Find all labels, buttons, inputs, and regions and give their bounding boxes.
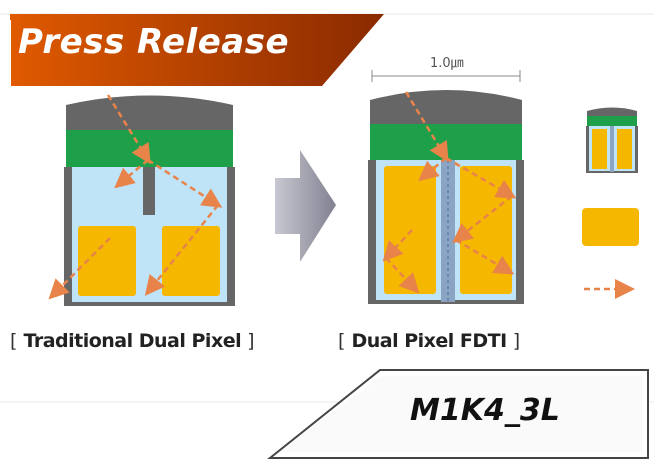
photodiode-left <box>384 166 436 294</box>
center-isolation-short <box>143 167 155 215</box>
photodiode-left <box>78 226 136 296</box>
light-paths-left <box>48 94 223 300</box>
code-label: M1K4_3L <box>410 393 560 428</box>
color-filter <box>370 124 522 160</box>
mini-pixel-icon <box>586 107 638 173</box>
side-wall-left <box>368 160 376 302</box>
press-release-banner <box>9 14 384 86</box>
photodiode-right <box>162 226 220 296</box>
caption-fdti-open: [ <box>338 330 352 352</box>
side-wall-right <box>227 167 235 304</box>
banner-title: Press Release <box>18 22 290 62</box>
caption-fdti-close: ] <box>506 330 521 352</box>
code-badge <box>267 369 649 459</box>
dual-pixel-fdti <box>368 70 524 304</box>
light-paths-right <box>382 91 517 294</box>
caption-traditional-close: ] <box>241 330 255 352</box>
caption-traditional: [ Traditional Dual Pixel ] <box>10 330 255 352</box>
caption-traditional-open: [ <box>10 330 24 352</box>
full-depth-trench <box>441 160 455 302</box>
pixel-bottom <box>64 302 235 306</box>
transition-arrow <box>275 150 336 262</box>
dimension-label: 1.0㎛ <box>430 56 464 71</box>
legend <box>582 107 639 299</box>
caption-fdti-text: Dual Pixel FDTI <box>351 330 507 352</box>
side-wall-right <box>516 160 524 302</box>
traditional-dual-pixel <box>48 94 235 306</box>
caption-traditional-text: Traditional Dual Pixel <box>23 330 242 352</box>
legend-photodiode-swatch <box>582 208 639 246</box>
microlens <box>66 95 233 130</box>
microlens <box>370 90 522 124</box>
caption-fdti: [ Dual Pixel FDTI ] <box>338 330 520 352</box>
side-wall-left <box>64 167 72 304</box>
